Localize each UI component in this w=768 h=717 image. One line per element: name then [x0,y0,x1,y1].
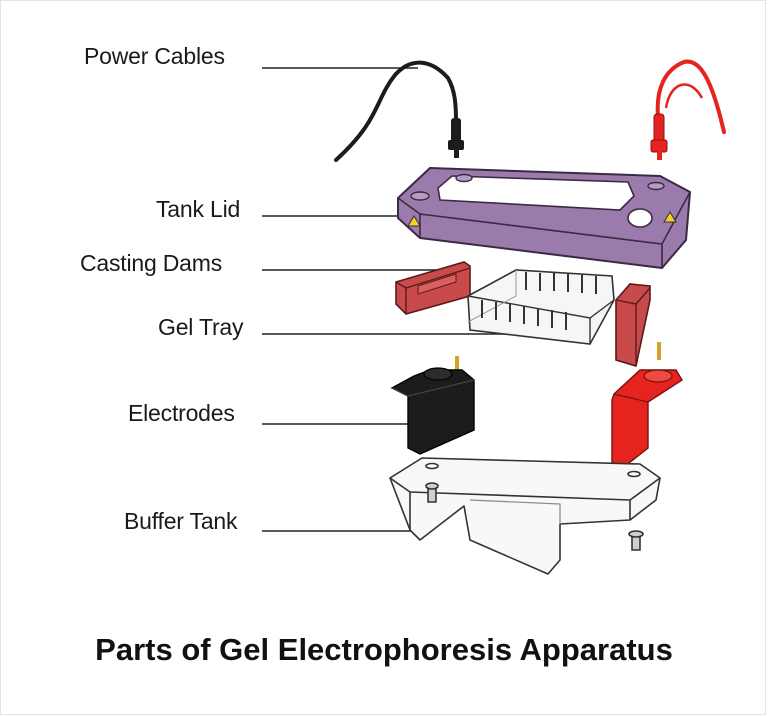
casting-dam-right [615,283,651,368]
label-tank-lid: Tank Lid [156,196,241,222]
label-casting-dams: Casting Dams [80,250,223,276]
label-gel-tray: Gel Tray [158,314,244,340]
gel-tray [467,269,615,345]
red-electrode [611,342,683,471]
label-buffer-tank: Buffer Tank [124,508,238,534]
black-electrode [390,356,475,455]
label-power-cables: Power Cables [84,43,225,69]
red-power-cable [650,59,726,160]
diagram-title: Parts of Gel Electrophoresis Apparatus [95,632,673,667]
label-electrodes: Electrodes [128,400,235,426]
buffer-tank [389,457,661,575]
tank-lid [397,167,691,269]
casting-dam-left [395,261,471,315]
black-power-cable [334,60,464,162]
